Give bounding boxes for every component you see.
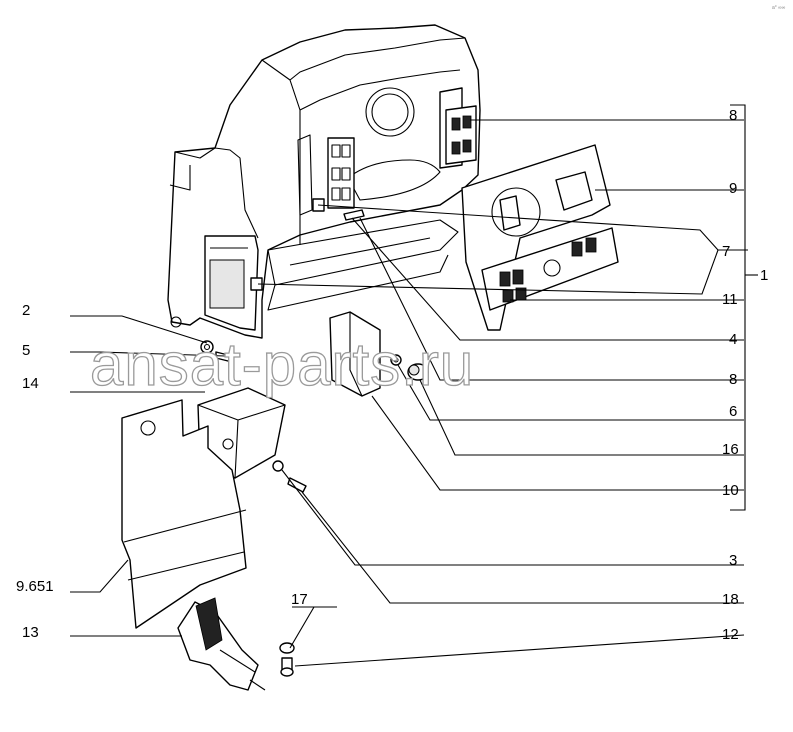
support-plate [121, 399, 247, 629]
callout-1: 1 [760, 267, 768, 284]
callout-5: 5 [22, 342, 30, 359]
callout-14: 14 [22, 375, 39, 392]
callout-9: 9 [729, 180, 737, 197]
callout-11: 11 [722, 291, 738, 308]
clip-17 [279, 642, 295, 654]
nut-2 [200, 340, 214, 354]
callout-10: 10 [722, 482, 739, 499]
switch-block-upper [445, 105, 477, 165]
callout-3: 3 [729, 552, 737, 569]
callout-9651: 9.651 [16, 578, 54, 595]
callout-7: 7 [722, 243, 730, 260]
callout-8a: 8 [729, 107, 737, 124]
knob-16 [407, 363, 429, 381]
callout-8b: 8 [729, 371, 737, 388]
callout-18: 18 [722, 591, 739, 608]
callout-6: 6 [729, 403, 737, 420]
screw-12 [280, 657, 294, 677]
washer-3 [272, 460, 284, 472]
dashboard-housing [167, 24, 481, 339]
screw-4 [343, 209, 365, 221]
washer-6 [390, 354, 402, 366]
cover-10 [329, 311, 381, 397]
bolt-18 [287, 477, 307, 493]
callout-16: 16 [722, 441, 739, 458]
leader-lines [70, 104, 758, 667]
corner-mark: a° ∞∞ [772, 5, 786, 11]
callout-2: 2 [22, 302, 30, 319]
callout-labels: 8 9 7 11 1 4 8 6 16 10 3 18 12 2 5 14 9.… [16, 107, 768, 643]
watermark: ansat-parts.ru [90, 331, 474, 398]
front-cover-panel [461, 144, 619, 331]
callout-4: 4 [729, 331, 737, 348]
lever-bracket-13 [177, 597, 266, 691]
callout-17: 17 [291, 591, 308, 608]
callout-13: 13 [22, 624, 39, 641]
callout-12: 12 [722, 626, 739, 643]
